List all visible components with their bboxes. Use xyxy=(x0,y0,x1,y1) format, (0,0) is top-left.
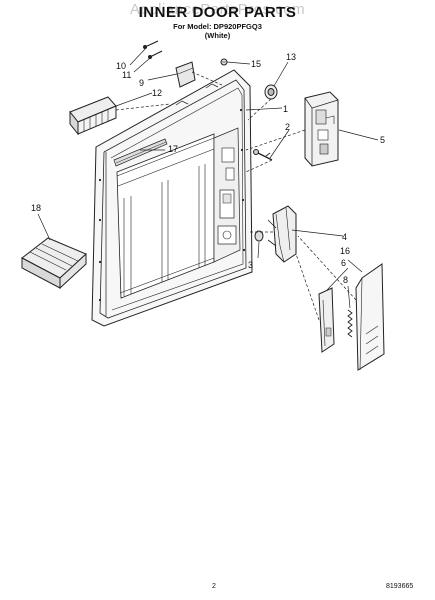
part-16-cover xyxy=(355,263,385,371)
part-18-vent-cover xyxy=(21,237,87,290)
callout-4: 4 xyxy=(342,232,347,242)
part-8-spring xyxy=(347,309,353,338)
callout-16: 16 xyxy=(340,246,350,256)
callout-8: 8 xyxy=(343,275,348,285)
color-line: (White) xyxy=(204,31,231,40)
part-10-11-screws xyxy=(143,40,163,59)
document-number: 8193665 xyxy=(386,583,414,590)
part-4-latch xyxy=(267,205,297,263)
page-title: INNER DOOR PARTS xyxy=(138,4,297,21)
leader-lines xyxy=(37,47,379,309)
part-9-bracket xyxy=(175,61,196,88)
callout-11: 11 xyxy=(122,70,131,80)
callout-15: 15 xyxy=(251,59,261,69)
callout-12: 12 xyxy=(152,88,162,98)
part-6-hinge-arm xyxy=(318,287,335,353)
watermark: AppliancePartsPros.com xyxy=(129,1,306,18)
callout-13: 13 xyxy=(286,52,296,62)
callout-1: 1 xyxy=(283,104,288,114)
part-3-clip xyxy=(254,230,264,242)
callout-6: 6 xyxy=(341,258,346,268)
part-13-knob xyxy=(264,84,278,100)
callout-5: 5 xyxy=(380,135,385,145)
callout-labels: 10 11 9 12 15 13 1 2 5 17 4 3 18 16 6 8 xyxy=(31,52,385,285)
model-line: For Model: DP920PFGQ3 xyxy=(173,22,262,31)
callout-18: 18 xyxy=(31,203,41,213)
part-2-pin xyxy=(253,149,273,161)
assembly-lines xyxy=(115,71,357,321)
callout-3: 3 xyxy=(248,260,253,270)
inner-door-panel xyxy=(91,69,253,327)
part-5-dispenser xyxy=(304,91,339,167)
part-12-grille xyxy=(69,96,117,136)
part-15-screw xyxy=(220,58,228,66)
callout-9: 9 xyxy=(139,78,144,88)
callout-10: 10 xyxy=(116,61,126,71)
callout-17: 17 xyxy=(168,144,178,154)
callout-2: 2 xyxy=(285,122,290,132)
page-number: 2 xyxy=(212,583,216,590)
